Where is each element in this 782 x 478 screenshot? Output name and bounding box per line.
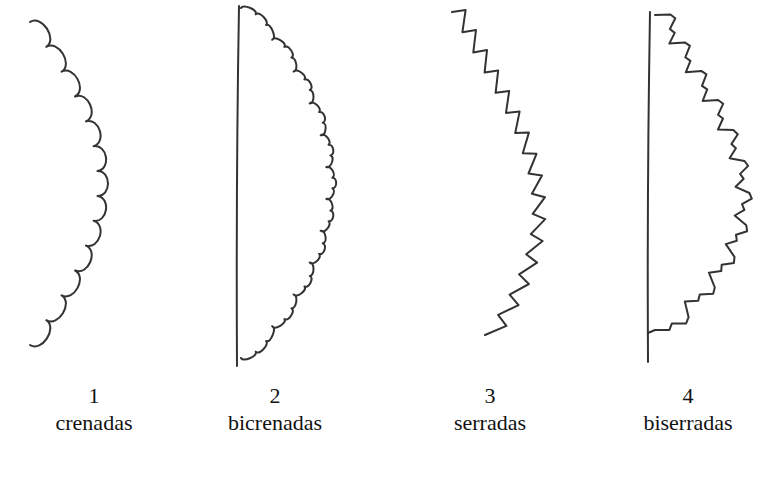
midrib-line <box>648 12 650 362</box>
figure-number: 2 <box>185 383 365 409</box>
margin-type-label: biserradas <box>598 410 778 436</box>
crenate-margin <box>30 21 108 347</box>
figure-number: 3 <box>400 383 580 409</box>
margin-type-label: bicrenadas <box>185 410 365 436</box>
midrib-line <box>237 6 239 366</box>
figure-number: 4 <box>598 383 778 409</box>
bicrenate-margin <box>241 6 336 359</box>
biserrate-margin <box>648 15 752 334</box>
margin-type-label: crenadas <box>4 410 184 436</box>
margin-type-label: serradas <box>400 410 580 436</box>
figure-number: 1 <box>4 383 184 409</box>
serrate-margin <box>452 10 545 335</box>
